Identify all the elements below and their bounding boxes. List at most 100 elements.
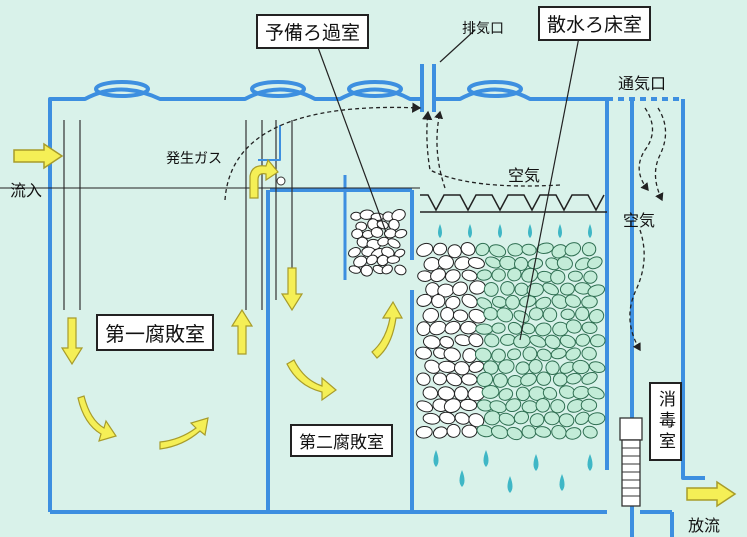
stone <box>444 320 461 335</box>
stone <box>529 413 545 428</box>
stone <box>454 361 470 376</box>
stone <box>422 412 441 425</box>
stone <box>445 295 461 310</box>
stone <box>545 360 560 376</box>
second-septic-chamber-label: 第二腐敗室 <box>290 424 393 457</box>
stone <box>496 307 514 323</box>
stone <box>507 321 523 335</box>
stone <box>381 264 393 275</box>
stone <box>581 371 598 385</box>
stone <box>491 296 507 308</box>
stone <box>467 257 485 269</box>
stone <box>424 359 441 374</box>
stone <box>387 238 401 249</box>
stone <box>386 255 401 264</box>
stone <box>520 372 537 387</box>
disinfection-cap <box>619 417 643 441</box>
air-top-label: 空気 <box>508 166 541 185</box>
manhole-1 <box>94 80 150 98</box>
stone <box>468 360 485 373</box>
stone <box>552 372 568 387</box>
stone <box>443 398 462 414</box>
yellow-arrow-icon <box>286 359 337 402</box>
air-dashed-arrow-icon <box>421 110 561 187</box>
stone <box>529 335 547 348</box>
stone <box>567 270 583 282</box>
stone <box>416 400 434 413</box>
stone <box>536 348 552 362</box>
stone <box>534 426 552 438</box>
stone <box>588 309 605 324</box>
stone <box>581 242 597 257</box>
stone <box>559 334 576 349</box>
trickling-leader <box>519 31 581 341</box>
stone <box>556 256 573 271</box>
stone <box>581 346 597 361</box>
yellow-arrow-icon <box>77 395 117 442</box>
stone <box>583 270 598 284</box>
vent-dashed-arrow-icon <box>629 229 645 352</box>
gas-hood <box>258 125 281 161</box>
stone <box>483 282 499 297</box>
sprinkler <box>420 194 607 213</box>
disinfection-chamber-label: 消毒室 <box>649 382 682 461</box>
stone <box>542 282 559 296</box>
stone <box>581 321 598 334</box>
yellow-arrow-icon <box>371 300 404 359</box>
vent-dashed-arrow-icon <box>654 107 667 202</box>
stone <box>574 411 590 425</box>
stone <box>460 321 478 335</box>
stone <box>416 372 431 386</box>
stone <box>461 293 478 309</box>
water-drop-icon <box>459 470 465 487</box>
stone <box>498 412 516 426</box>
stone <box>437 255 454 270</box>
stone <box>588 361 606 373</box>
stone <box>488 244 507 258</box>
stone <box>432 372 448 386</box>
stone <box>422 386 439 400</box>
stone <box>376 220 389 230</box>
stone <box>572 359 590 375</box>
stone <box>528 307 544 321</box>
stone <box>415 425 433 439</box>
stone <box>564 242 582 257</box>
water-drop-icon <box>587 454 593 471</box>
stone <box>535 296 552 310</box>
inflow-arrow-icon <box>13 142 64 170</box>
stone <box>394 264 407 276</box>
pre-filter-chamber-label: 予備ろ過室 <box>256 14 370 49</box>
stone <box>370 227 384 238</box>
flow-arrows <box>60 267 404 450</box>
stone <box>587 412 606 426</box>
stone <box>587 386 605 400</box>
yellow-arrow-icon <box>159 417 209 450</box>
water-drop-icon <box>559 474 565 491</box>
stone <box>391 209 406 222</box>
stone <box>432 426 448 439</box>
disinfection-ladder <box>622 447 640 497</box>
stone <box>416 293 433 307</box>
stone <box>461 373 478 386</box>
stone <box>587 284 606 297</box>
stone <box>493 373 508 388</box>
stone <box>536 371 552 386</box>
stone <box>460 242 476 256</box>
stone <box>560 308 575 321</box>
stone <box>452 281 468 296</box>
stone <box>469 280 486 295</box>
stone <box>582 425 598 439</box>
stone <box>500 333 516 346</box>
stone <box>544 334 561 349</box>
yellow-arrow-icon <box>60 317 84 366</box>
stone <box>498 388 514 401</box>
stone <box>348 265 362 274</box>
stone <box>475 323 494 335</box>
stone <box>506 426 523 441</box>
stone <box>481 385 500 399</box>
manhole-4 <box>467 80 523 98</box>
water-drop-icon <box>483 450 489 467</box>
stone <box>572 385 590 400</box>
